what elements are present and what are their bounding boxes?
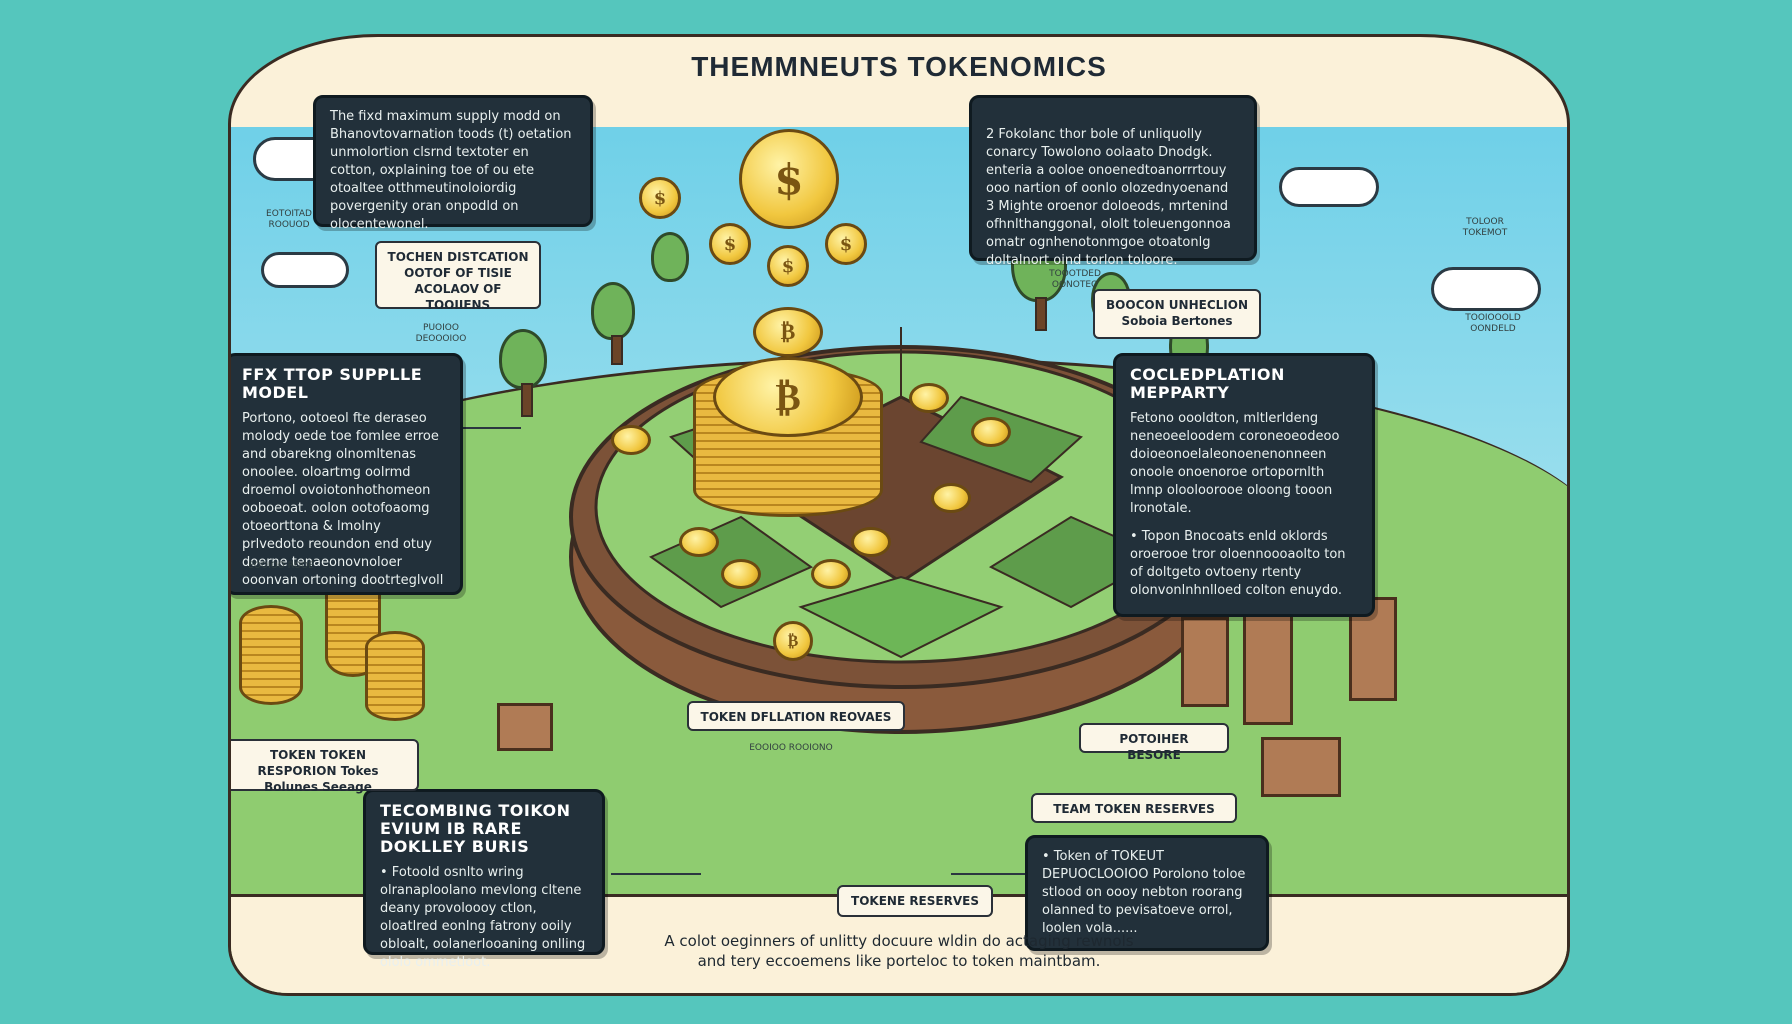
utility-text: 2 Fokolanc thor bole of unliquolly conar… [986,127,1231,268]
coin-icon [611,425,651,455]
annotation-text: PUOIOO DEOOOIOO [415,323,467,344]
annotation-text: TOLOOR TOKEMOT [1462,217,1508,238]
dollar-coin-icon: $ [739,129,839,229]
deflation-body-2: • Topon Bnocoats enld oklords oroerooe t… [1130,529,1346,598]
cloud-icon [1279,167,1379,207]
supply-model-text: The fixd maximum supply modd on Bhanovto… [330,109,572,232]
boocon-unhection-label: BOOCON UNHECLION Soboia Bertones [1093,289,1261,339]
chest-icon [497,703,553,751]
coin-icon [971,417,1011,447]
deflation-panel: COCLEDPLATION MEPPARTY Fetono oooldton, … [1113,353,1375,617]
fixed-supply-panel: FFX TTOP SUPPLLE MODEL Portono, ootoeol … [231,353,463,595]
annotation-text: EOTOITAD ROOUOD [266,209,312,230]
cloud-icon [1431,267,1541,311]
tree-trunk [521,383,533,417]
poster: THEMMNEUTS TOKENOMICS ₿ $ $ $ $ $ ₿ [228,34,1570,996]
coin-icon [811,559,851,589]
crate-icon [1181,617,1229,707]
coin-icon [851,527,891,557]
token-reserves-label: TOKEN TOKEN RESPORION Tokes Bolunes Seea… [231,739,419,794]
coin-icon [721,559,761,589]
fixed-supply-heading: FFX TTOP SUPPLLE MODEL [242,365,423,402]
coin-icon [679,527,719,557]
token-notes-panel: • Token of TOKEUT DEPUOCLOOIOO Porolono … [1025,835,1269,951]
connector-line [611,873,701,875]
incentive-heading: TECOMBING TOIKON EVIUM IB RARE DOKLLEY B… [380,801,571,856]
coin-stack-left [365,631,425,721]
footer-caption: A colot oeginners of unlitty docuure wld… [664,932,1134,970]
dollar-coin-icon: $ [639,177,681,219]
annotation-text: EOOIOO ROOE [248,561,314,571]
token-distribution-label: TOCHEN DISTCATION OOTOF OF TISIE ACOLAOV… [375,241,541,312]
tree-icon [591,282,635,340]
tree-icon [651,232,689,282]
tree-icon [499,329,547,389]
fixed-supply-body: Portono, ootoeol fte deraseo molody oede… [242,411,444,588]
utility-note: 2 Fokolanc thor bole of unliquolly conar… [969,95,1257,268]
potoiner-besore-label: POTOIHER BESORE [1079,723,1229,762]
connector-line [431,427,521,429]
token-notes-body: • Token of TOKEUT DEPUOCLOOIOO Porolono … [1042,849,1246,936]
team-token-reserves-label: TEAM TOKEN RESERVES [1031,793,1237,823]
page-title: THEMMNEUTS TOKENOMICS [691,51,1107,82]
cloud-icon [261,252,349,288]
dollar-coin-icon: $ [825,223,867,265]
coin-stack-left [239,605,303,705]
crate-icon [1243,601,1293,725]
dollar-coin-icon: $ [709,223,751,265]
annotation-text: TOOIOOOLD OONDELD [1465,313,1521,334]
coin-icon [931,483,971,513]
bitcoin-coin-icon: ₿ [753,307,823,357]
coin-icon [909,383,949,413]
bitcoin-coin-icon: ₿ [773,621,813,661]
tree-trunk [611,335,623,365]
crate-icon [1261,737,1341,797]
tokene-reserves-label: TOKENE RESERVES [837,885,993,917]
incentive-panel: TECOMBING TOIKON EVIUM IB RARE DOKLLEY B… [363,789,605,970]
dollar-coin-icon: $ [767,245,809,287]
annotation-text: TOOOTDED OONOTEO [1049,269,1101,290]
connector-line [951,873,1051,875]
deflation-heading: COCLEDPLATION MEPPARTY [1130,365,1285,402]
deflation-body: Fetono oooldton, mltlerldeng neneoeelood… [1130,411,1340,516]
annotation-text: EOOIOO ROOIONO [749,743,833,753]
bitcoin-coin-icon: ₿ [713,357,863,437]
token-dilution-label: TOKEN DFLLATION REOVAES [687,701,905,731]
supply-model-note: The fixd maximum supply modd on Bhanovto… [313,95,593,232]
incentive-body: • Fotoold osnlto wring olranaploolano me… [380,865,586,970]
tree-trunk [1035,297,1047,331]
